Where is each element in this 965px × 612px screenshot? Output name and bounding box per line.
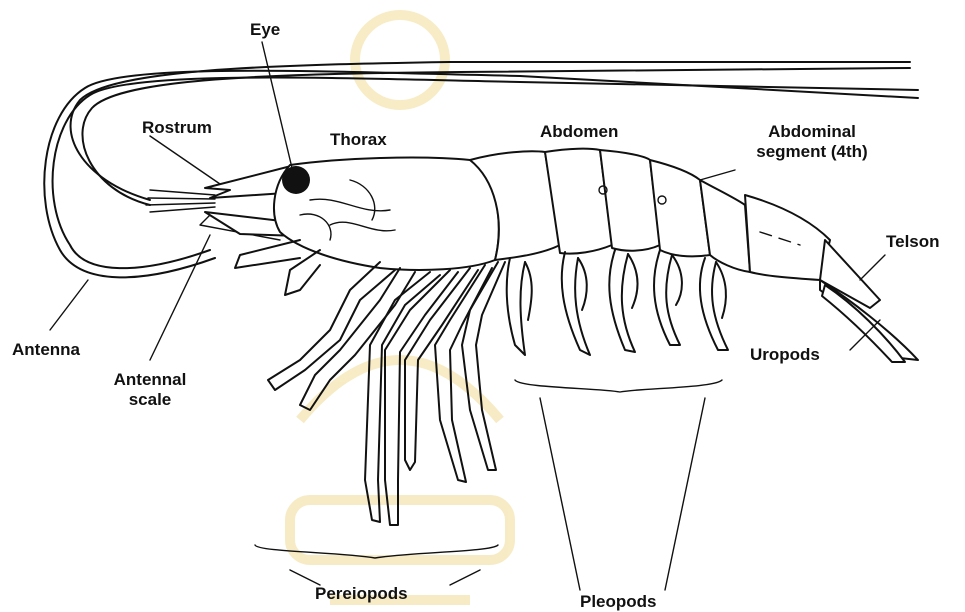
telson-leader — [860, 255, 885, 280]
label-antennal-scale: Antennal scale — [90, 370, 210, 409]
watermark-seal — [290, 15, 510, 600]
label-abdominal-segment: Abdominal segment (4th) — [732, 122, 892, 161]
antennal-scale-leader — [150, 235, 210, 360]
label-eye: Eye — [250, 20, 280, 40]
antenna-leader — [50, 280, 88, 330]
rostrum-leader — [150, 136, 220, 184]
label-abdominal-segment-line2: segment (4th) — [732, 142, 892, 162]
abdomen-segments — [470, 149, 830, 280]
label-pereiopods: Pereiopods — [315, 584, 408, 604]
label-uropods: Uropods — [750, 345, 820, 365]
label-pleopods: Pleopods — [580, 592, 657, 612]
label-abdomen: Abdomen — [540, 122, 618, 142]
label-rostrum: Rostrum — [142, 118, 212, 138]
pleopods-legs — [507, 250, 728, 355]
label-abdominal-segment-line1: Abdominal — [732, 122, 892, 142]
pleopods-bracket — [515, 380, 722, 590]
abdominal-segment-leader — [700, 170, 735, 180]
label-antenna: Antenna — [12, 340, 80, 360]
eye-leader — [262, 42, 292, 168]
eye-shape — [282, 166, 310, 194]
label-telson: Telson — [886, 232, 940, 252]
tail-fan — [820, 240, 918, 362]
label-antennal-scale-line1: Antennal — [90, 370, 210, 390]
label-antennal-scale-line2: scale — [90, 390, 210, 410]
pereiopods-legs — [365, 262, 505, 525]
label-thorax: Thorax — [330, 130, 387, 150]
